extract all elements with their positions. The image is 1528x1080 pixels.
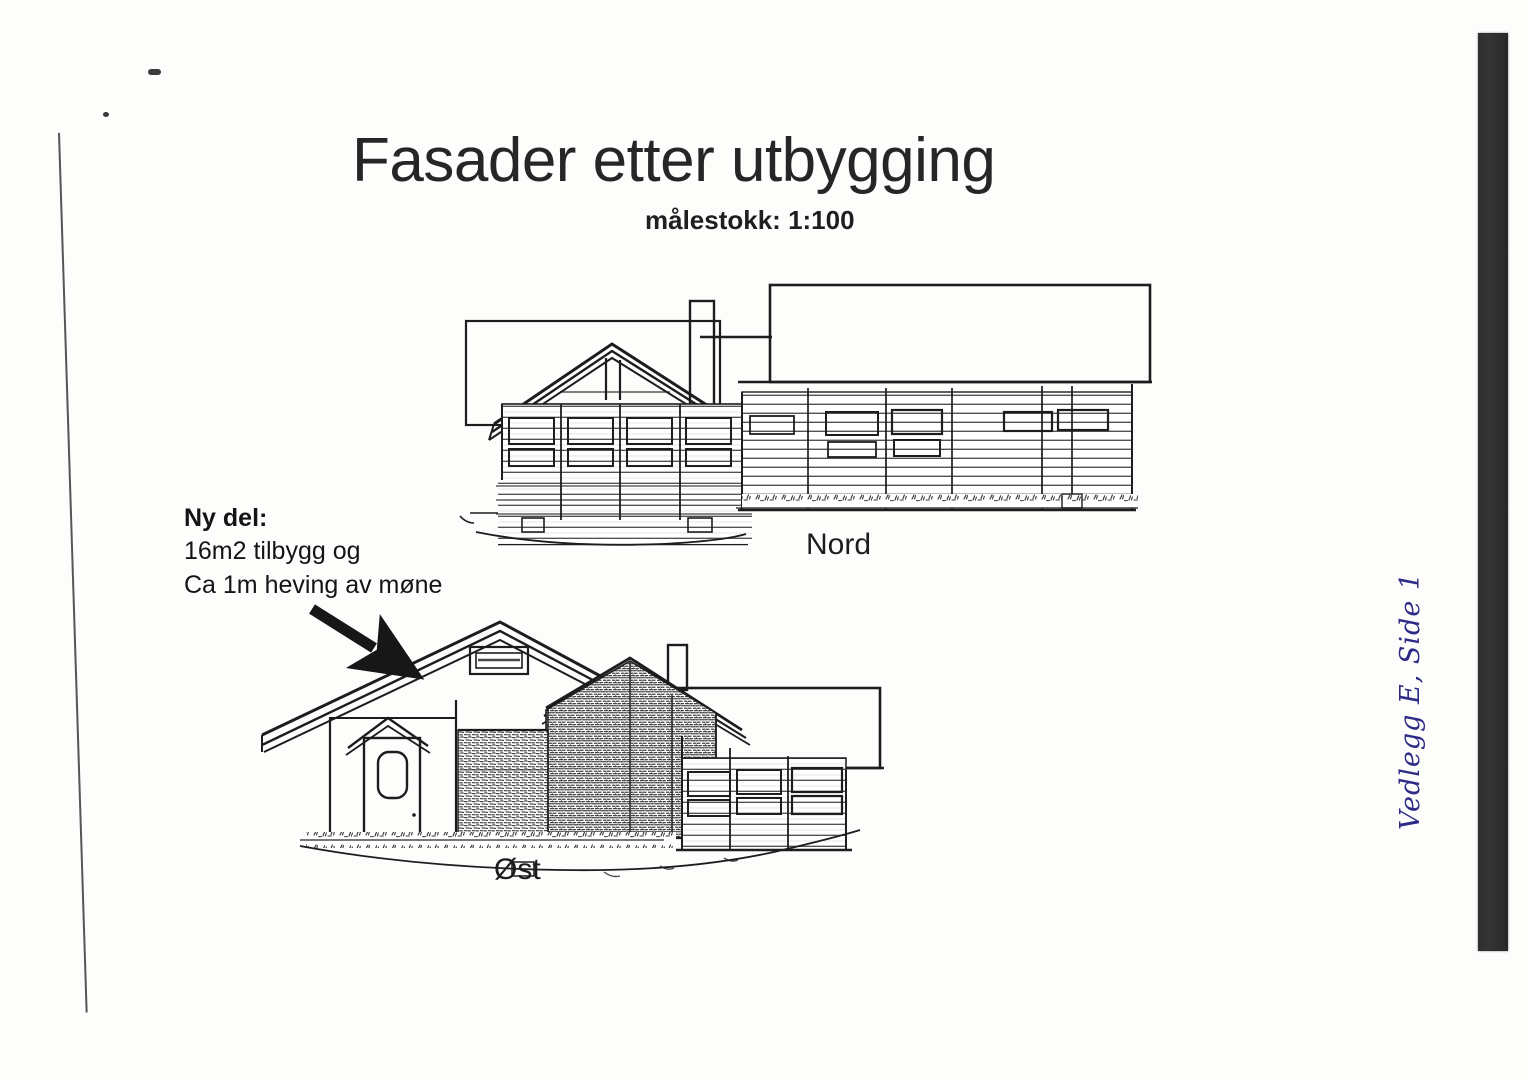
elevation-nord <box>459 283 1152 546</box>
ost-gable-vent <box>468 645 530 676</box>
ost-terrain <box>299 829 861 878</box>
scale-subtitle: målestokk: 1:100 <box>645 205 855 235</box>
nord-window <box>890 408 944 457</box>
scan-speck <box>103 112 109 117</box>
ost-wing-wall <box>676 736 852 852</box>
nord-main-wall <box>496 403 752 546</box>
elevation-ost <box>261 620 884 878</box>
ost-existing-gable-wall <box>457 660 720 840</box>
new-part-annotation: Ny del: 16m2 tilbygg og Ca 1m heving av … <box>184 502 544 602</box>
annotation-arrow <box>309 604 425 680</box>
nord-window <box>825 411 879 458</box>
nord-window <box>626 417 673 467</box>
annotation-heading: Ny del: <box>184 504 268 532</box>
nord-window <box>685 417 732 467</box>
nord-window <box>1002 410 1054 433</box>
ost-window <box>736 769 782 815</box>
nord-window <box>508 417 555 467</box>
nord-wing-wall <box>738 384 1136 512</box>
elevation-label-ost: Øst <box>494 853 541 886</box>
page-title: Fasader etter utbygging <box>352 126 996 195</box>
ost-window <box>687 771 731 817</box>
nord-window <box>567 417 614 467</box>
ost-roofs <box>261 620 751 753</box>
annotation-line-2: Ca 1m heving av møne <box>184 570 443 599</box>
ost-new-extension-wall <box>318 700 460 840</box>
scan-speck <box>148 69 161 75</box>
nord-window <box>1056 408 1110 432</box>
handwritten-margin-note: Vedlegg E, Side 1 <box>1395 571 1426 830</box>
scanner-edge-band <box>1478 33 1508 951</box>
elevation-label-nord: Nord <box>806 528 872 561</box>
ost-entrance-door <box>362 736 422 840</box>
annotation-line-1: 16m2 tilbygg og <box>184 537 361 566</box>
nord-terrain <box>459 493 1138 546</box>
ost-window <box>790 766 844 816</box>
nord-wing-roof <box>700 283 1152 384</box>
